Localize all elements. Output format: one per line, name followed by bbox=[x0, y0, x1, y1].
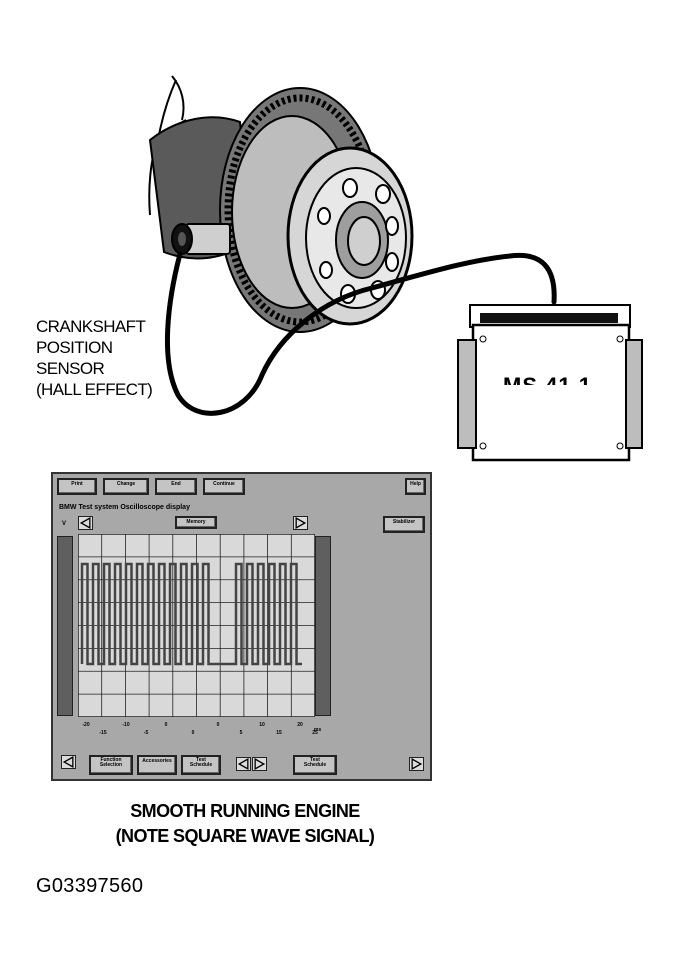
ecu-label: MS 41.1 bbox=[503, 371, 598, 385]
button-line: Test bbox=[196, 757, 206, 763]
y-axis-label: V bbox=[62, 521, 67, 527]
x-tick-label: 15 bbox=[276, 730, 282, 736]
page-forward-arrow-icon[interactable] bbox=[409, 757, 424, 771]
x-tick-label: 25 bbox=[312, 730, 318, 736]
square-wave-signal bbox=[80, 562, 302, 666]
oscilloscope-plot bbox=[78, 534, 315, 717]
function-selection-button[interactable]: Function Selection bbox=[89, 755, 133, 775]
help-button[interactable]: Help bbox=[405, 478, 426, 495]
x-tick-label: 0 bbox=[164, 722, 168, 728]
ecu-module bbox=[457, 304, 643, 462]
sensor-label-line: (HALL EFFECT) bbox=[36, 380, 153, 399]
x-tick-label: 20 bbox=[297, 722, 303, 728]
crankshaft-sensor bbox=[171, 223, 231, 255]
scroll-right-arrow-icon[interactable] bbox=[293, 516, 308, 530]
sensor-label-line: CRANKSHAFT bbox=[36, 317, 146, 336]
x-tick-label: 0 bbox=[191, 730, 195, 736]
accessories-button[interactable]: Accessories bbox=[137, 755, 177, 775]
change-button[interactable]: Change bbox=[103, 478, 149, 495]
step-back-arrow-icon[interactable] bbox=[236, 757, 251, 771]
button-line: Test bbox=[310, 757, 320, 763]
crankshaft-sensor-illustration bbox=[148, 75, 643, 462]
end-button[interactable]: End bbox=[155, 478, 197, 495]
x-tick-label: 10 bbox=[259, 722, 265, 728]
x-tick-label: 0 bbox=[216, 722, 220, 728]
button-line: Function bbox=[100, 757, 122, 763]
sensor-callout-label: CRANKSHAFT POSITION SENSOR (HALL EFFECT) bbox=[36, 316, 153, 400]
button-line: Schedule bbox=[303, 762, 327, 768]
x-tick-label: -20 bbox=[82, 722, 90, 728]
caption-line-1: SMOOTH RUNNING ENGINE bbox=[130, 801, 360, 821]
x-axis-unit: ms bbox=[314, 727, 322, 733]
crank-pulley bbox=[286, 146, 414, 326]
screen-title: BMW Test system Oscilloscope display bbox=[59, 504, 190, 511]
oscilloscope-screen: Print Change End Continue Help BMW Test … bbox=[51, 472, 432, 781]
button-line: Schedule bbox=[189, 762, 213, 768]
page-back-arrow-icon[interactable] bbox=[61, 755, 76, 769]
print-button[interactable]: Print bbox=[57, 478, 97, 495]
x-tick-label: 5 bbox=[239, 730, 243, 736]
step-forward-arrow-icon[interactable] bbox=[252, 757, 267, 771]
sensor-wire bbox=[165, 251, 557, 416]
test-schedule-button[interactable]: Test Schedule bbox=[181, 755, 221, 775]
caption-line-2: (NOTE SQUARE WAVE SIGNAL) bbox=[115, 826, 375, 846]
figure-id: G03397560 bbox=[36, 875, 144, 897]
sensor-label-line: SENSOR bbox=[36, 359, 105, 378]
button-line: Selection bbox=[99, 762, 123, 768]
right-scale-bar[interactable] bbox=[315, 536, 331, 716]
scroll-left-arrow-icon[interactable] bbox=[78, 516, 93, 530]
x-tick-label: -15 bbox=[99, 730, 107, 736]
left-scale-bar[interactable] bbox=[57, 536, 73, 716]
test-schedule-button-2[interactable]: Test Schedule bbox=[293, 755, 337, 775]
memory-button[interactable]: Memory bbox=[175, 516, 217, 529]
x-tick-label: -10 bbox=[122, 722, 130, 728]
sensor-label-line: POSITION bbox=[36, 338, 113, 357]
continue-button[interactable]: Continue bbox=[203, 478, 245, 495]
stabilizer-button[interactable]: Stabilizer bbox=[383, 516, 425, 533]
x-tick-label: -5 bbox=[143, 730, 149, 736]
